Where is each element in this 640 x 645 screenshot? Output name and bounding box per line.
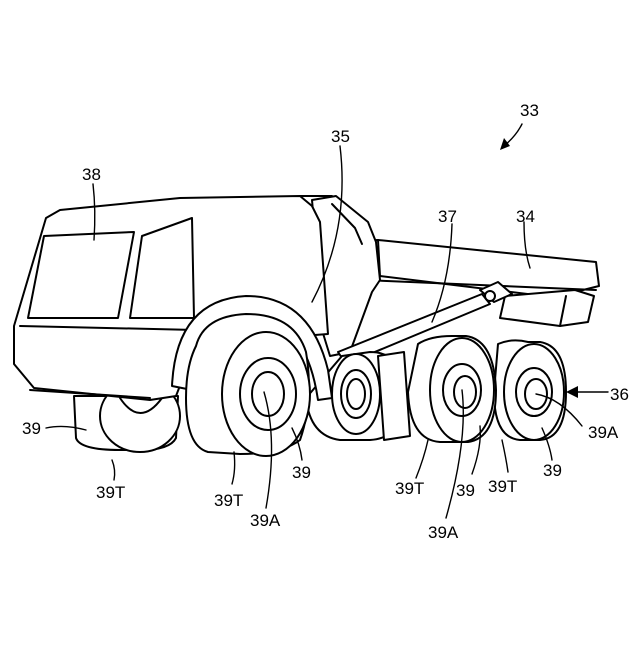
label-39-front: 39: [292, 463, 311, 482]
label-38: 38: [82, 165, 101, 184]
label-39t-rear: 39T: [488, 477, 517, 496]
arrow-33: [500, 124, 522, 150]
label-39t-mid: 39T: [395, 479, 424, 498]
label-37: 37: [438, 207, 457, 226]
label-39-left: 39: [22, 419, 41, 438]
label-36: 36: [610, 385, 629, 404]
label-33: 33: [520, 101, 539, 120]
label-34: 34: [516, 207, 535, 226]
label-39t-front: 39T: [214, 491, 243, 510]
rear-wheel-rear: [494, 340, 566, 440]
label-39a-front: 39A: [250, 511, 281, 530]
rear-wheel-mid: [408, 336, 496, 442]
label-35: 35: [331, 127, 350, 146]
label-39t-left: 39T: [96, 483, 125, 502]
label-39-rear: 39: [543, 461, 562, 480]
label-39a-rear: 39A: [588, 423, 619, 442]
label-39a-mid: 39A: [428, 523, 459, 542]
arrow-36: [566, 386, 608, 398]
label-39-mid: 39: [456, 481, 475, 500]
